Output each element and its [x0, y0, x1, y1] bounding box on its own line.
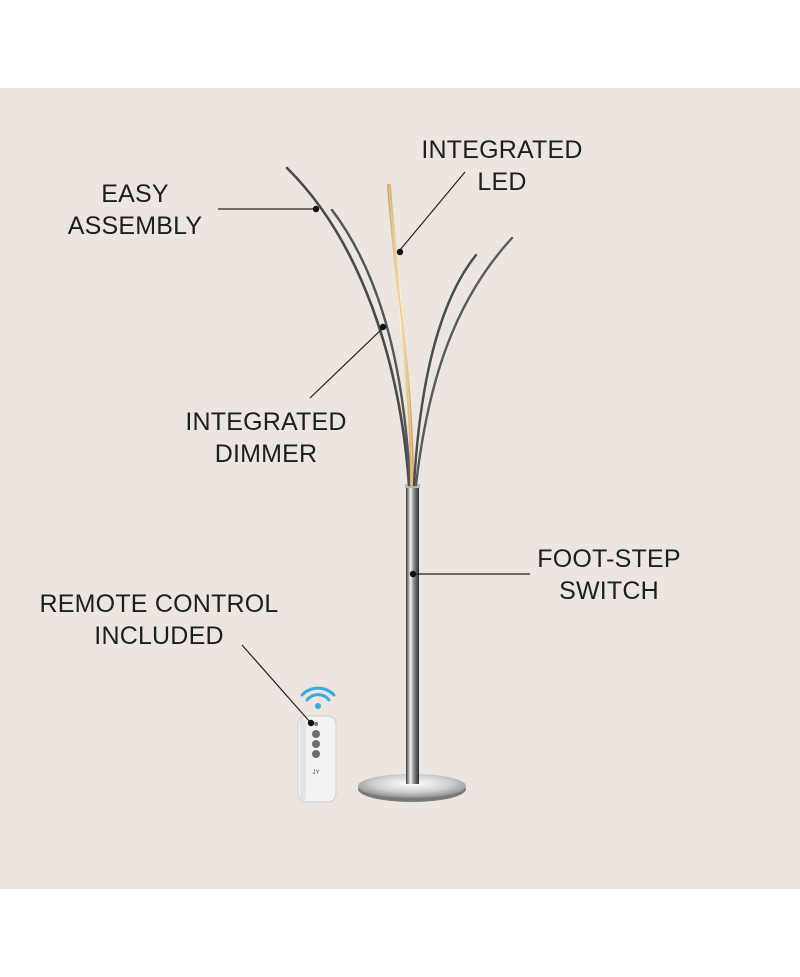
lamp-pole — [406, 486, 419, 784]
lamp-base — [358, 774, 466, 802]
feature-line: REMOTE CONTROL — [39, 590, 279, 618]
callout-dots — [307, 205, 417, 727]
feature-line: INCLUDED — [94, 622, 224, 650]
feature-line: FOOT-STEP — [537, 545, 681, 573]
feature-line: EASY — [101, 180, 169, 208]
feature-line: SWITCH — [559, 577, 659, 605]
feature-integrated-led: INTEGRATED LED — [412, 134, 592, 198]
wifi-icon — [300, 686, 336, 709]
feature-line: INTEGRATED — [185, 408, 347, 436]
feature-remote-control: REMOTE CONTROL INCLUDED — [28, 588, 290, 652]
feature-integrated-dimmer: INTEGRATED DIMMER — [176, 406, 356, 470]
callout-lines — [218, 171, 530, 723]
feature-line: ASSEMBLY — [67, 212, 203, 240]
remote-control: JY — [297, 715, 337, 803]
feature-line: DIMMER — [214, 440, 318, 468]
remote-logo: JY — [312, 770, 319, 776]
product-panel — [0, 88, 800, 889]
feature-line: INTEGRATED — [421, 136, 583, 164]
feature-foot-step-switch: FOOT-STEP SWITCH — [524, 543, 694, 607]
feature-line: LED — [477, 168, 527, 196]
lamp-arms — [285, 166, 514, 487]
feature-easy-assembly: EASY ASSEMBLY — [50, 178, 220, 242]
